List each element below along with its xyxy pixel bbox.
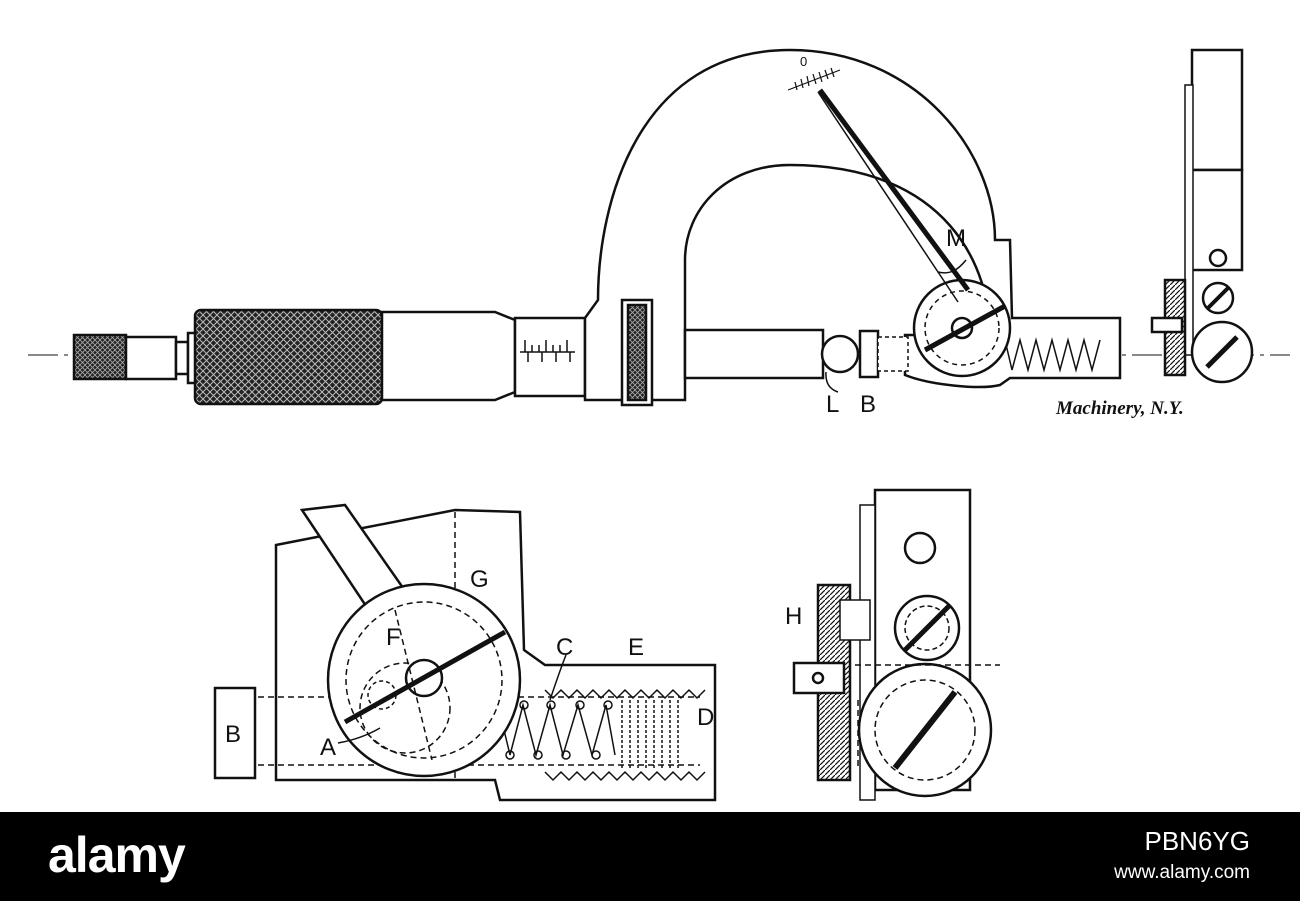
label-B-top: B (860, 391, 876, 418)
anvil (858, 329, 880, 379)
label-G: G (470, 566, 489, 593)
credit-machinery: Machinery, N.Y. (1055, 398, 1184, 419)
label-H: H (785, 603, 802, 630)
micrometer-end-view (1150, 48, 1254, 384)
anvil-block (213, 686, 257, 780)
end-view-detail (792, 488, 1000, 801)
micrometer-side-view (28, 48, 1290, 407)
ratchet-knob (72, 333, 128, 381)
label-M: M (946, 225, 966, 252)
stock-url: www.alamy.com (1114, 862, 1250, 883)
image-id: PBN6YG (1144, 826, 1251, 856)
spindle (683, 328, 825, 380)
micrometer-diagram: 0 M L B Machinery, N.Y. (28, 48, 1290, 802)
alamy-logo: alamy (48, 827, 186, 883)
pointer-scale (787, 67, 841, 91)
thimble (380, 310, 517, 402)
label-F: F (386, 624, 401, 651)
label-C: C (556, 634, 573, 661)
label-D: D (697, 704, 714, 731)
sleeve (513, 316, 587, 398)
label-A: A (320, 734, 336, 761)
frame (583, 48, 1122, 402)
pointer-needle (817, 88, 971, 292)
label-B-bottom: B (225, 721, 241, 748)
label-E: E (628, 634, 644, 661)
thimble-knurl (193, 308, 384, 406)
stock-watermark-bar: alamy PBN6YG www.alamy.com (0, 812, 1300, 901)
ball-contact (820, 334, 860, 374)
label-L: L (826, 391, 839, 418)
scale-zero-tick: 0 (800, 54, 807, 69)
indicator-head-detail (213, 503, 717, 802)
